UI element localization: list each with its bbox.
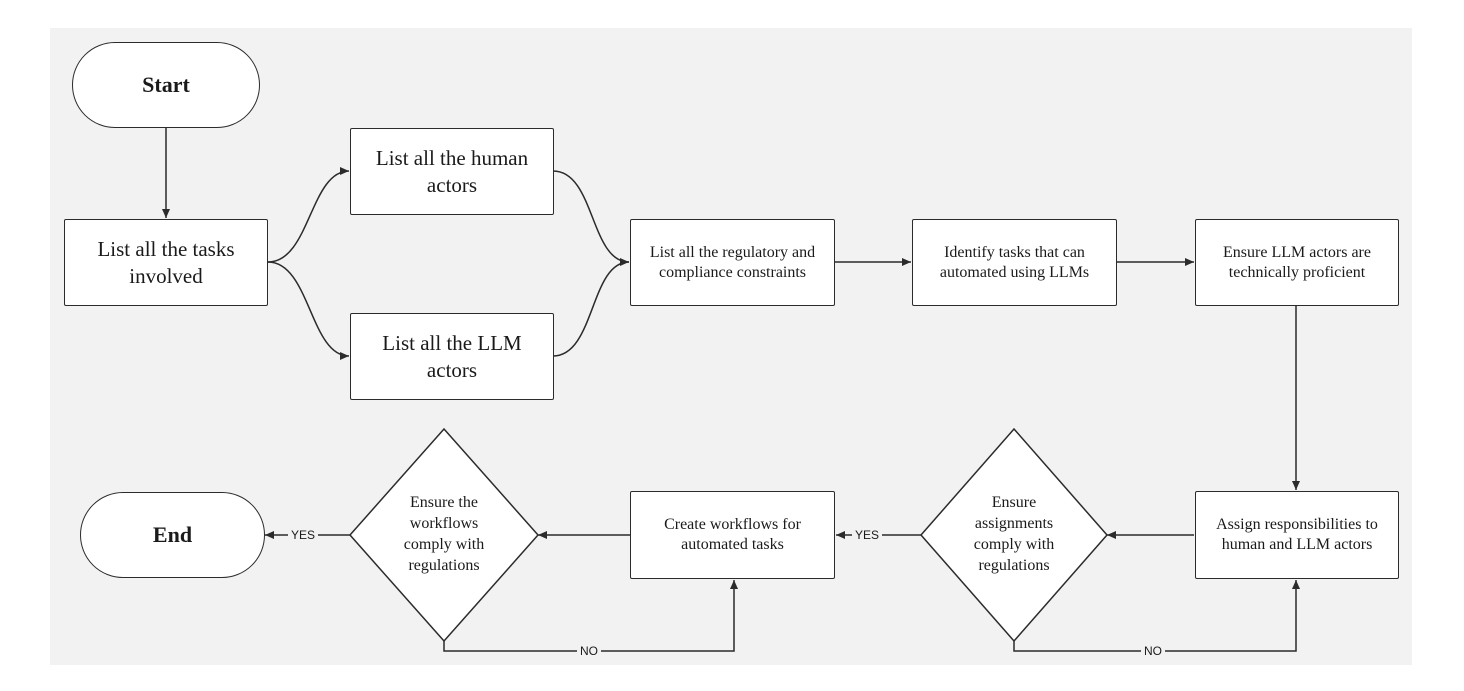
edge-label-yes-workflows: YES	[288, 528, 319, 542]
identify-tasks-node: Identify tasks that can automated using …	[912, 219, 1117, 306]
edge-tasks-to-llm	[267, 261, 350, 360]
assign-responsibilities-node: Assign responsibilities to human and LLM…	[1195, 491, 1399, 579]
list-regulatory-node: List all the regulatory and compliance c…	[630, 219, 835, 306]
decision-assignments-text: Ensure assignments comply with regulatio…	[973, 494, 1055, 574]
edge-label-yes-assignments: YES	[852, 528, 883, 542]
edge-tasks-to-human	[267, 167, 350, 263]
create-workflows-node: Create workflows for automated tasks	[630, 491, 835, 579]
edge-label-no-workflows: NO	[577, 644, 601, 658]
end-terminal: End	[80, 492, 265, 578]
edge-human-to-regulatory	[552, 170, 630, 266]
decision-workflows-shape	[348, 427, 540, 643]
decision-workflows-text: Ensure the workflows comply with regulat…	[403, 494, 485, 574]
list-human-actors-node: List all the human actors	[350, 128, 554, 215]
start-terminal: Start	[72, 42, 260, 128]
list-tasks-node: List all the tasks involved	[64, 219, 268, 306]
edge-llm-to-regulatory	[552, 261, 630, 357]
edge-label-no-assignments: NO	[1141, 644, 1165, 658]
decision-assignments-shape	[920, 427, 1108, 643]
list-llm-actors-node: List all the LLM actors	[350, 313, 554, 400]
ensure-proficient-node: Ensure LLM actors are technically profic…	[1195, 219, 1399, 306]
